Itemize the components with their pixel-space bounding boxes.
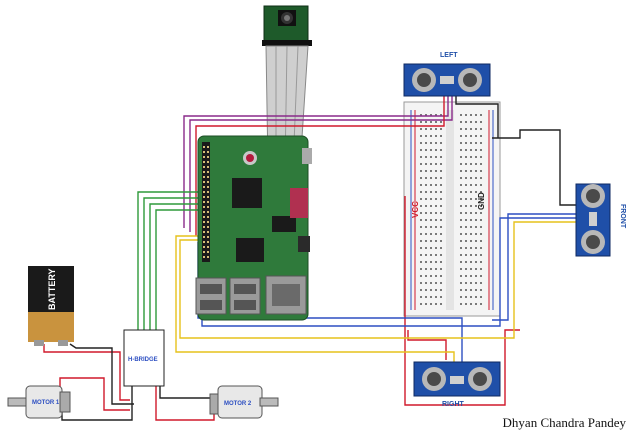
raspberry-pi — [195, 135, 312, 321]
right-sensor-label: RIGHT — [442, 401, 465, 408]
vcc-label: VCC — [411, 201, 420, 218]
motor-2 — [209, 385, 279, 419]
h-bridge — [123, 329, 165, 387]
author-credit: Dhyan Chandra Pandey — [502, 415, 626, 430]
breadboard-holes — [420, 114, 482, 305]
ultrasonic-sensor-right — [413, 361, 501, 397]
left-sensor-label: LEFT — [440, 52, 458, 59]
motor2-label: MOTOR 2 — [224, 401, 252, 407]
gpio-header — [203, 146, 209, 258]
battery — [28, 266, 74, 346]
motor1-label: MOTOR 1 — [32, 400, 60, 406]
breadboard — [403, 101, 501, 317]
motor-1 — [7, 385, 71, 419]
ultrasonic-sensor-left — [403, 63, 491, 97]
camera-module — [262, 5, 312, 46]
hbridge-label: H-BRIDGE — [128, 357, 158, 363]
ultrasonic-sensor-front — [575, 183, 611, 257]
gnd-label: GND — [477, 192, 486, 210]
front-sensor-label: FRONT — [619, 204, 626, 229]
battery-label: BATTERY — [47, 269, 57, 311]
